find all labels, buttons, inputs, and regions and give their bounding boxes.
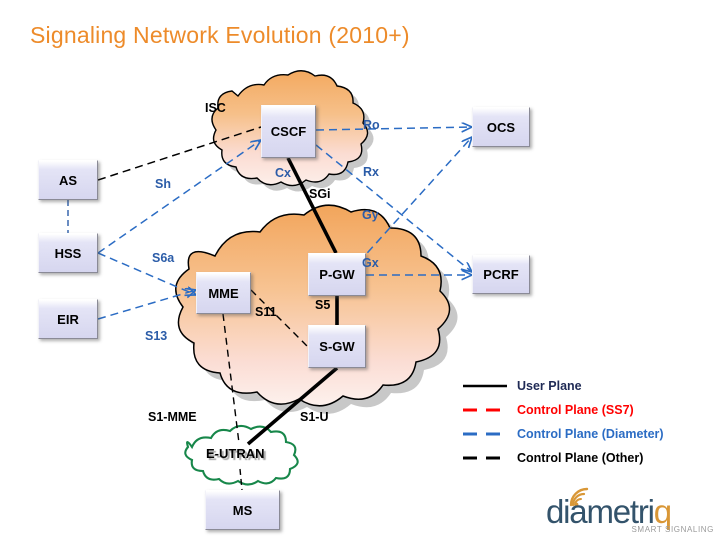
- legend-label-control-plane-other: Control Plane (Other): [517, 451, 644, 465]
- edge-sh-hss-cscf: [97, 140, 261, 254]
- node-pcrf[interactable]: PCRF: [472, 255, 530, 294]
- label-sh: Sh: [155, 177, 171, 191]
- page-title: Signaling Network Evolution (2010+): [30, 22, 410, 48]
- label-gx: Gx: [362, 256, 379, 270]
- edge-isc-as-cscf: [97, 126, 262, 181]
- signal-waves-icon: [569, 487, 589, 507]
- node-eir[interactable]: EIR: [38, 299, 98, 339]
- legend-item-control-plane-other: Control Plane (Other): [462, 446, 664, 470]
- node-ocs[interactable]: OCS: [472, 107, 530, 147]
- edge-s11-mme-sgw: [250, 289, 309, 348]
- logo-word-prefix: diametri: [546, 493, 655, 530]
- edge-s13-eir-mme: [97, 290, 196, 320]
- legend: User Plane Control Plane (SS7) Control P…: [462, 374, 664, 470]
- edge-eutran-ms: [239, 468, 243, 491]
- node-label: S-GW: [319, 339, 355, 354]
- edge-gy-pgw-ocs: [349, 137, 472, 273]
- node-label: AS: [58, 172, 78, 188]
- edge-sgi-cscf-pgw: [286, 157, 338, 254]
- label-isc: ISC: [205, 101, 226, 115]
- label-rx: Rx: [363, 165, 379, 179]
- eutran-cloud-label: E-UTRAN: [206, 446, 265, 461]
- node-sgw[interactable]: S-GW: [308, 325, 366, 368]
- edge-s1mme-mme-eutran: [222, 313, 240, 444]
- label-s13: S13: [145, 329, 168, 343]
- label-s5: S5: [315, 298, 331, 312]
- edge-rx-cscf-pcrf: [315, 144, 472, 272]
- node-hss[interactable]: HSS: [38, 233, 98, 273]
- node-as[interactable]: AS: [38, 160, 98, 200]
- legend-item-control-plane-ss7: Control Plane (SS7): [462, 398, 664, 422]
- legend-line-solid-icon: [462, 379, 508, 393]
- legend-line-dashed-blue-icon: [462, 427, 508, 441]
- label-sgi: SGi: [309, 187, 331, 201]
- node-label: MS: [232, 502, 253, 518]
- node-ms[interactable]: MS: [205, 490, 280, 530]
- node-label: PCRF: [483, 267, 519, 282]
- label-ro: Ro: [363, 118, 380, 132]
- node-label: MME: [208, 285, 239, 301]
- edge-s1u-sgw-eutran: [246, 366, 339, 446]
- node-label: CSCF: [270, 124, 307, 139]
- legend-label-user-plane: User Plane: [517, 379, 582, 393]
- legend-line-dashed-black-icon: [462, 451, 508, 465]
- legend-item-user-plane: User Plane: [462, 374, 664, 398]
- label-s1-u: S1-U: [300, 410, 329, 424]
- node-label: P-GW: [319, 267, 355, 282]
- node-label: EIR: [57, 311, 79, 327]
- node-label: HSS: [54, 245, 82, 261]
- label-s1-mme: S1-MME: [148, 410, 197, 424]
- epc-cloud: [175, 204, 451, 407]
- node-mme[interactable]: MME: [196, 272, 251, 314]
- label-s11: S11: [255, 305, 277, 319]
- label-cx: Cx: [275, 166, 291, 180]
- label-gy: Gy: [362, 208, 379, 222]
- eutran-cloud: [184, 424, 299, 486]
- node-label: OCS: [486, 119, 516, 135]
- logo-wordmark: diametriq: [546, 493, 672, 530]
- legend-label-control-plane-diameter: Control Plane (Diameter): [517, 427, 664, 441]
- label-s6a: S6a: [152, 251, 175, 265]
- edge-s6a-hss-mme: [97, 252, 196, 295]
- legend-label-control-plane-ss7: Control Plane (SS7): [517, 403, 634, 417]
- node-pgw[interactable]: P-GW: [308, 253, 366, 296]
- diametriq-logo: diametriq SMART SIGNALING: [546, 487, 718, 539]
- edge-ro-cscf-ocs: [315, 127, 472, 130]
- logo-word-suffix: q: [653, 493, 672, 530]
- legend-item-control-plane-diameter: Control Plane (Diameter): [462, 422, 664, 446]
- logo-tagline: SMART SIGNALING: [631, 525, 714, 534]
- node-cscf[interactable]: CSCF: [261, 105, 316, 158]
- legend-line-dashed-red-icon: [462, 403, 508, 417]
